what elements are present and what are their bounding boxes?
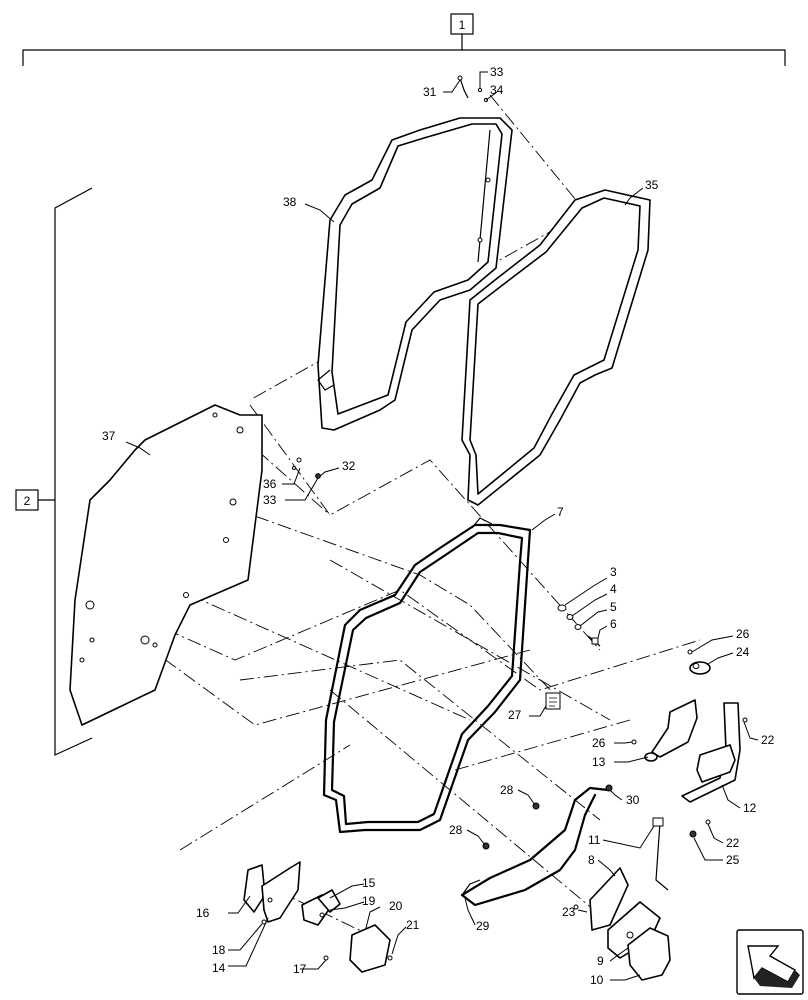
callout-23: 23 [562,905,576,919]
callout-12: 12 [743,801,757,815]
callout-36: 36 [263,477,277,491]
callout-6: 6 [610,617,617,631]
callout-22-top: 22 [761,733,775,747]
callout-26-top: 26 [736,627,750,641]
fasteners-3-6 [557,604,601,647]
sub-assembly-number-box [15,489,39,511]
callout-28-top: 28 [500,783,514,797]
handle-bracket-12 [644,699,748,838]
callout-38: 38 [283,195,297,209]
callout-5: 5 [610,600,617,614]
callout-27: 27 [508,708,522,722]
callout-29: 29 [476,919,490,933]
callout-32: 32 [342,459,356,473]
callout-35: 35 [645,178,659,192]
callout-31: 31 [423,85,437,99]
release-cable-29 [460,784,613,907]
top-hardware [292,75,489,479]
callout-33-mid: 33 [263,493,277,507]
callout-19: 19 [362,894,376,908]
callout-28-bottom: 28 [449,823,463,837]
latch-assembly-8-10 [573,817,671,981]
direction-arrow-icon[interactable] [736,929,804,995]
rear-window-frame-35 [461,189,651,506]
callout-17: 17 [293,962,307,976]
assembly-bracket-2: 2 [15,187,93,756]
callout-10: 10 [590,973,604,987]
callout-33-top: 33 [490,65,504,79]
callout-22-bottom: 22 [726,836,740,850]
callout-21: 21 [406,918,420,932]
upper-door-frame-38 [317,117,513,431]
callout-26-mid: 26 [592,736,606,750]
leader-lines [125,71,759,981]
callout-13: 13 [592,755,606,769]
callout-7: 7 [557,505,564,519]
callout-34: 34 [490,83,504,97]
callout-18: 18 [212,943,226,957]
door-seal-7 [322,517,532,834]
callout-25: 25 [726,853,740,867]
callout-24: 24 [736,645,750,659]
assembly-number-box [450,13,474,35]
callout-20: 20 [389,899,403,913]
callout-3: 3 [610,565,617,579]
pin-bushing-24-26 [631,649,711,745]
striker-lock-14-21 [243,861,393,973]
callout-11: 11 [588,833,601,847]
callout-30: 30 [626,793,640,807]
callout-16: 16 [196,906,210,920]
label-27 [545,692,561,710]
callout-labels: 31 33 34 38 35 37 36 33 32 7 3 4 5 6 26 … [102,65,775,987]
center-lines [99,94,701,941]
door-panel-37 [69,404,263,726]
assembly-bracket-1: 1 [22,13,786,66]
callout-15: 15 [362,876,376,890]
callout-9: 9 [597,954,604,968]
assembly-number: 1 [459,18,466,32]
sub-assembly-number: 2 [24,494,31,508]
callout-37: 37 [102,429,116,443]
callout-14: 14 [212,961,226,975]
callout-8: 8 [588,853,595,867]
callout-4: 4 [610,582,617,596]
